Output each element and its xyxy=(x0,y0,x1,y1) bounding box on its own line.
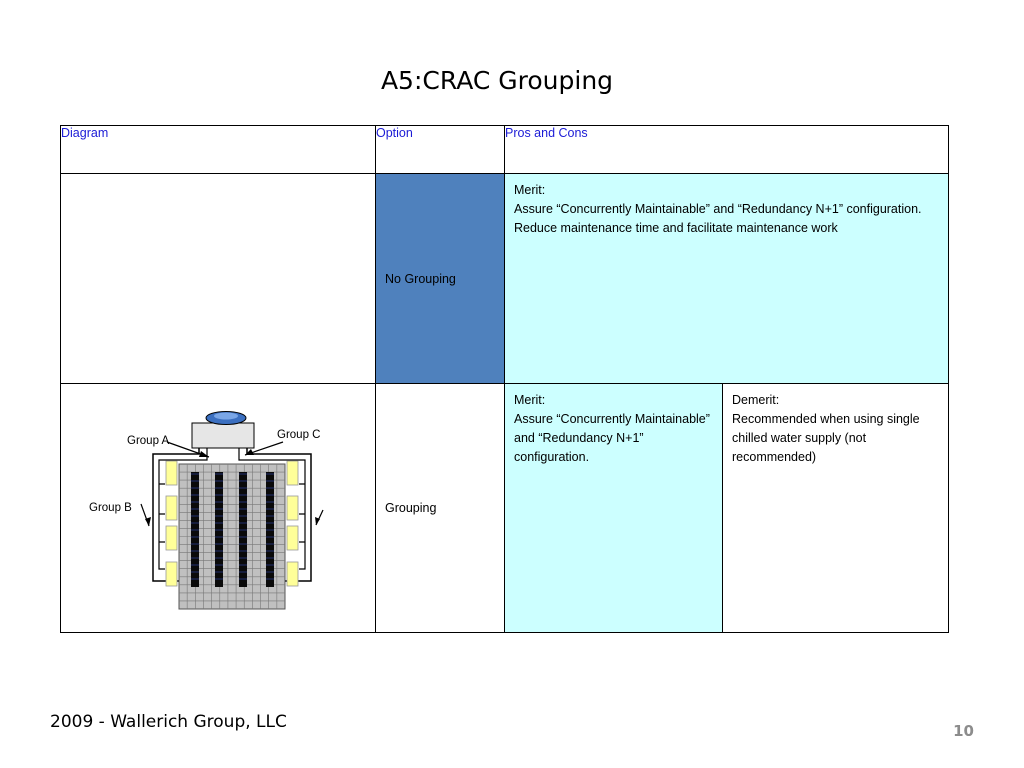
option-no-grouping: No Grouping xyxy=(375,173,505,384)
table-row: No Grouping Merit: Assure “Concurrently … xyxy=(60,173,949,384)
rack-grid xyxy=(178,463,286,610)
slide-title: A5:CRAC Grouping xyxy=(380,66,614,95)
page-number: 10 xyxy=(953,722,974,740)
group-a-label: Group A xyxy=(127,435,170,447)
demerit-cell: Demerit: Recommended when using single c… xyxy=(722,383,949,633)
header-pros-cons: Pros and Cons xyxy=(504,125,949,174)
table-header-row: Diagram Option Pros and Cons xyxy=(60,125,949,174)
header-option: Option xyxy=(375,125,505,174)
header-diagram: Diagram xyxy=(60,125,376,174)
crac-grouping-diagram: Group A Group C Group B xyxy=(89,411,324,610)
demerit-text: Demerit: Recommended when using single c… xyxy=(732,393,920,464)
merit-cell: Merit: Assure “Concurrently Maintainable… xyxy=(504,383,723,633)
crac-unit-box xyxy=(191,422,255,449)
option-grouping: Grouping xyxy=(375,383,505,633)
group-c-label: Group C xyxy=(277,429,320,441)
diagram-cell: Group A Group C Group B xyxy=(60,383,376,633)
merit-cell: Merit: Assure “Concurrently Maintainable… xyxy=(504,173,949,384)
merit-text: Merit: Assure “Concurrently Maintainable… xyxy=(514,393,710,464)
table-row: Group A Group C Group B Grouping Merit: … xyxy=(60,383,949,633)
pipe-inner xyxy=(158,448,208,570)
diagram-cell-empty xyxy=(60,173,376,384)
footer-copyright: 2009 - Wallerich Group, LLC xyxy=(50,712,287,732)
group-b-label: Group B xyxy=(89,502,132,514)
crac-grouping-table: Diagram Option Pros and Cons No Grouping… xyxy=(60,125,949,633)
merit-text: Merit: Assure “Concurrently Maintainable… xyxy=(514,183,922,235)
pipe-outer xyxy=(152,448,200,582)
crac-units xyxy=(165,460,299,587)
